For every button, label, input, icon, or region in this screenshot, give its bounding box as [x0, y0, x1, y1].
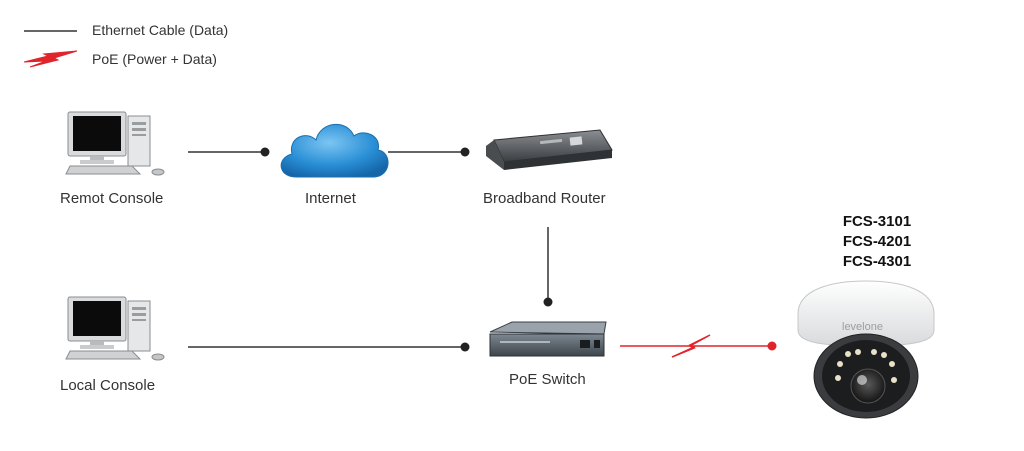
remote-console-computer-icon: [65, 111, 165, 176]
legend-ethernet-label: Ethernet Cable (Data): [92, 22, 229, 38]
link-node-dot-poe: [767, 341, 777, 351]
connections: [188, 147, 777, 358]
legend: [23, 30, 78, 68]
legend-poe-lightning-icon: [23, 50, 78, 68]
poe-switch-icon: [489, 321, 607, 357]
internet-cloud-icon: [280, 123, 389, 178]
legend-poe-label: PoE (Power + Data): [92, 51, 217, 67]
link-node-dot: [260, 147, 270, 157]
link-node-dot: [543, 297, 553, 307]
link-node-dot: [460, 147, 470, 157]
camera-model: FCS-4201: [842, 233, 912, 250]
local-console-label: Local Console: [60, 377, 156, 394]
broadband-router-icon: [486, 129, 613, 170]
dome-camera-icon: levelone: [797, 280, 935, 419]
remote-console-label: Remot Console: [60, 190, 164, 207]
poe-switch-label: PoE Switch: [509, 371, 586, 388]
camera-model: FCS-4301: [842, 253, 912, 270]
link-node-dot: [460, 342, 470, 352]
local-console-computer-icon: [65, 296, 165, 361]
poe-lightning-icon: [671, 334, 711, 358]
internet-label: Internet: [305, 190, 356, 207]
camera-brand: levelone: [842, 321, 883, 333]
camera-model-list: FCS-3101 FCS-4201 FCS-4301: [812, 212, 942, 272]
camera-model: FCS-3101: [842, 213, 912, 230]
broadband-router-label: Broadband Router: [483, 190, 606, 207]
